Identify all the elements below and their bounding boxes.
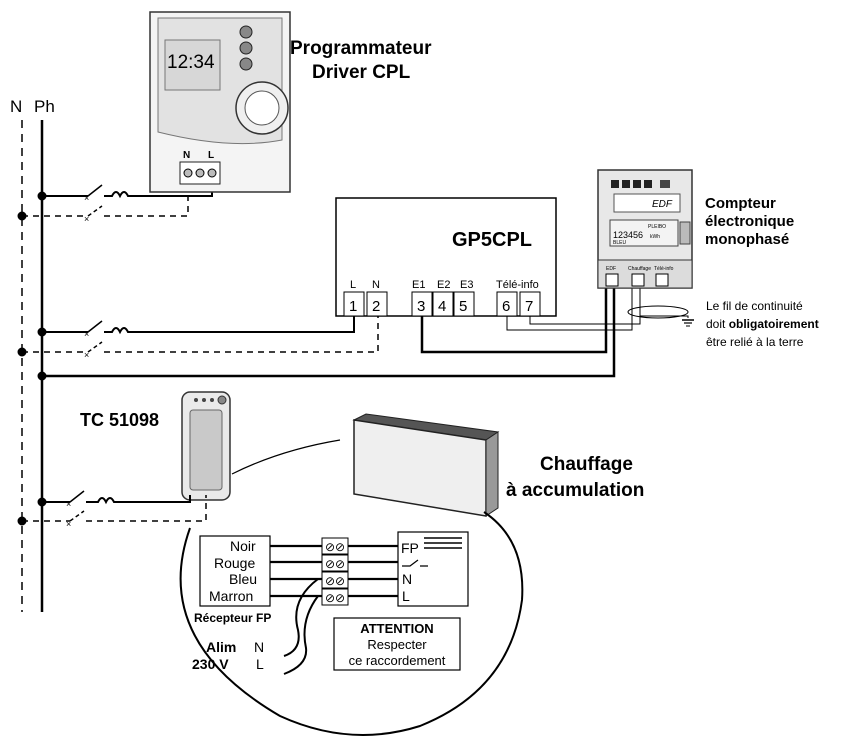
programmer-button-minus[interactable]: [239, 41, 253, 55]
meter-title-line1: Compteur: [705, 195, 776, 212]
detail-wiring: [270, 544, 398, 675]
ground-note-line3: être relié à la terre: [706, 335, 804, 349]
thermostat-device: [181, 391, 231, 501]
gp5cpl-label-teleinfo: Télé-info: [496, 279, 539, 291]
svg-text:⊘⊘: ⊘⊘: [325, 557, 345, 571]
gp5cpl-terminal-2: 2: [372, 298, 380, 315]
receiver-wire-marron: Marron: [209, 588, 253, 604]
svg-text:×: ×: [84, 193, 89, 203]
programmer-title-line2: Driver CPL: [312, 62, 411, 83]
svg-text:⊘⊘: ⊘⊘: [325, 540, 345, 554]
gp5cpl-label-e1: E1: [412, 279, 425, 291]
gp5cpl-label-e2: E2: [437, 279, 450, 291]
ground-note-line1: Le fil de continuité: [706, 299, 803, 313]
detail-circle: [179, 511, 524, 736]
meter-display-bottom: BLEU: [613, 240, 626, 246]
attention-title: ATTENTION: [360, 621, 433, 636]
programmer-display: [164, 39, 221, 91]
heater-terminal-fp: FP: [401, 540, 419, 556]
gp5cpl-terminal-1: 1: [349, 298, 357, 315]
programmer-display-time: 12:34: [167, 52, 215, 73]
ground-note-line2-bold: obligatoirement: [729, 317, 819, 331]
terminal-blocks: ⊘⊘ ⊘⊘ ⊘⊘ ⊘⊘: [321, 537, 349, 606]
svg-text:×: ×: [84, 350, 89, 360]
svg-text:×: ×: [66, 519, 71, 529]
heater-terminal-n: N: [402, 571, 412, 587]
programmer-dial-inner: [244, 90, 280, 126]
electronic-meter: [597, 169, 693, 289]
receiver-wire-bleu: Bleu: [229, 571, 257, 587]
gp5cpl-branch-wiring: × ×: [17, 282, 694, 381]
programmer-terminal-n: N: [183, 150, 190, 161]
attention-box: [333, 617, 461, 671]
receiver-wire-rouge: Rouge: [214, 555, 255, 571]
attention-line2: ce raccordement: [349, 653, 446, 668]
meter-title-line2: électronique: [705, 213, 794, 230]
meter-display-unit: kWh: [650, 234, 660, 240]
gp5cpl-terminal-3: 3: [417, 298, 425, 315]
accumulation-heater: [352, 413, 500, 517]
programmer-title-line1: Programmateur: [290, 38, 432, 59]
ground-note-line2: doit obligatoirement: [706, 317, 819, 331]
ground-note-line2-prefix: doit: [706, 317, 729, 331]
thermostat-branch-wiring: × ×: [17, 439, 341, 529]
receiver-fp-box: [199, 535, 271, 607]
gp5cpl-terminal-5: 5: [459, 298, 467, 315]
alim-line1: Alim: [206, 639, 236, 655]
meter-port-edf: EDF: [606, 266, 616, 272]
receiver-wire-noir: Noir: [230, 538, 256, 554]
gp5cpl-terminal-4: 4: [438, 298, 446, 315]
meter-brand: EDF: [652, 199, 673, 210]
meter-display-top: PLEIBO: [648, 224, 666, 230]
programmer-branch-wiring: × ×: [17, 180, 213, 224]
receiver-label: Récepteur FP: [194, 611, 271, 625]
gp5cpl-box: [335, 197, 557, 317]
svg-text:⊘⊘: ⊘⊘: [325, 591, 345, 605]
meter-title-line3: monophasé: [705, 231, 789, 248]
heater-terminal-l: L: [402, 588, 410, 604]
gp5cpl-title: GP5CPL: [452, 229, 532, 251]
phase-label: Ph: [34, 97, 55, 116]
gp5cpl-label-l: L: [350, 279, 356, 291]
alim-line2: 230 V: [192, 656, 229, 672]
svg-text:×: ×: [66, 499, 71, 509]
programmer-device: 12:34 N L: [149, 11, 291, 193]
programmer-terminal-l: L: [208, 150, 214, 161]
svg-text:⊘⊘: ⊘⊘: [325, 574, 345, 588]
neutral-label: N: [10, 97, 22, 116]
programmer-button-ok[interactable]: [239, 57, 253, 71]
meter-port-chauffage: Chauffage: [628, 266, 651, 272]
thermostat-label: TC 51098: [80, 410, 159, 430]
svg-text:×: ×: [84, 214, 89, 224]
alim-n: N: [254, 639, 264, 655]
meter-display-value: 123456: [613, 230, 643, 240]
programmer-button-plus[interactable]: [239, 25, 253, 39]
heater-terminal-box: [397, 531, 469, 607]
gp5cpl-terminal-7: 7: [525, 298, 533, 315]
heater-title-line2: à accumulation: [506, 480, 644, 501]
gp5cpl-label-e3: E3: [460, 279, 473, 291]
gp5cpl-terminal-6: 6: [502, 298, 510, 315]
meter-port-teleinfo: Télé-info: [654, 266, 674, 272]
alim-l: L: [256, 656, 264, 672]
attention-line1: Respecter: [367, 637, 427, 652]
heater-title-line1: Chauffage: [540, 454, 633, 475]
svg-text:×: ×: [84, 329, 89, 339]
gp5cpl-label-n: N: [372, 279, 380, 291]
supply-lines: [21, 120, 44, 612]
